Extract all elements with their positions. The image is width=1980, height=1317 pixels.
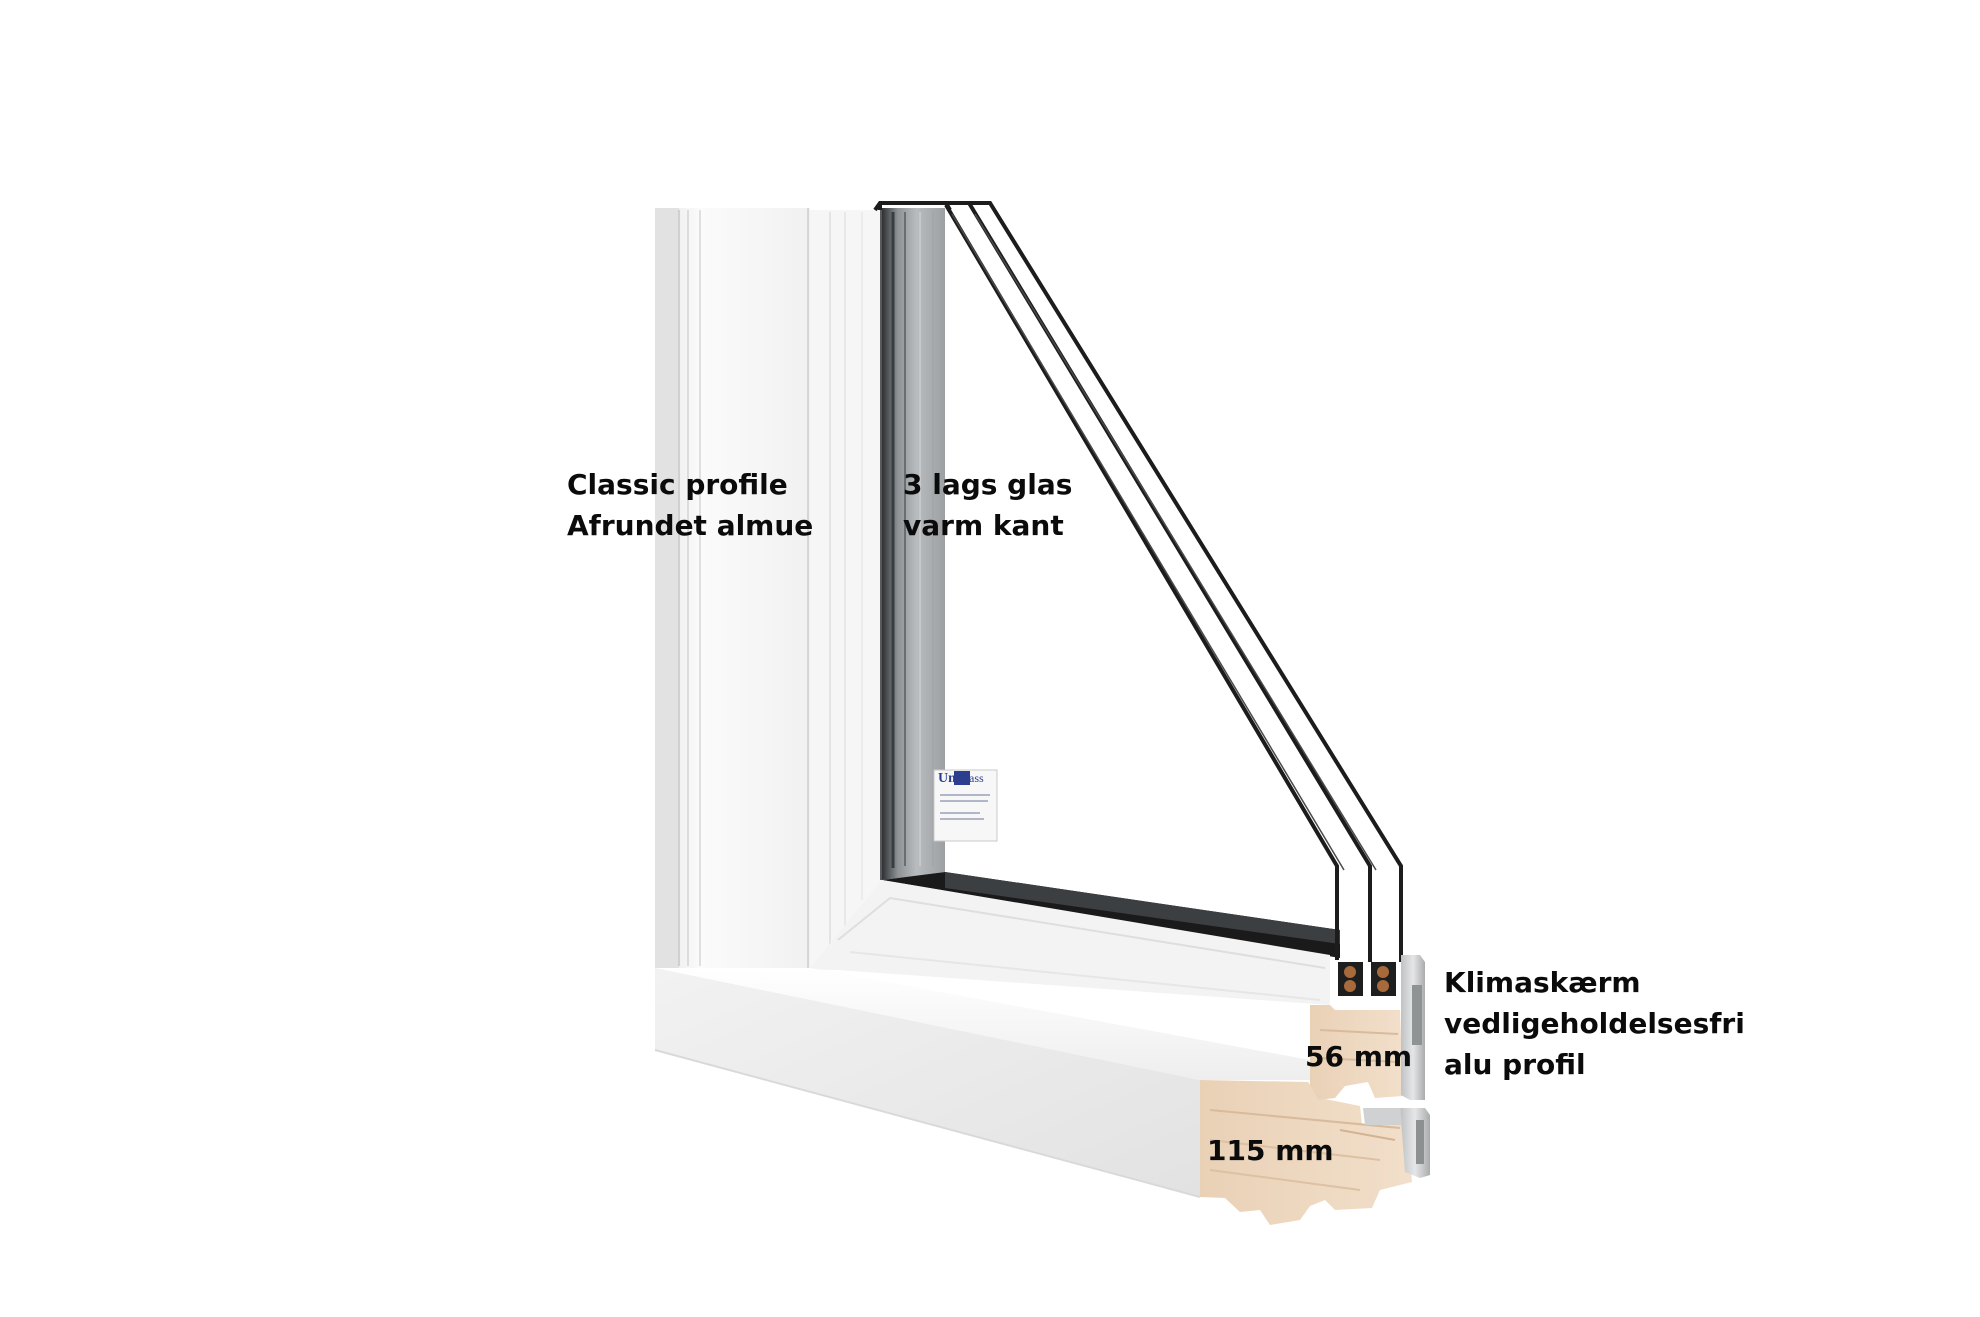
glass-line-1: 3 lags glas — [903, 468, 1073, 501]
alu-line-3: alu profil — [1444, 1048, 1586, 1081]
glass-pane-edges — [873, 201, 1403, 962]
glass-line-2: varm kant — [903, 509, 1064, 542]
glass-unit — [882, 208, 1340, 958]
alu-line-1: Klimaskærm — [1444, 966, 1641, 999]
sticker-brand-uni: Uni — [938, 771, 960, 786]
frame-depth-label: 115 mm — [1207, 1134, 1334, 1167]
sash-depth-label: 56 mm — [1305, 1040, 1413, 1073]
uniglass-sticker: Uni Glass — [933, 769, 998, 842]
frame-jamb — [655, 208, 810, 968]
alu-profile-label: Klimaskærm vedligeholdelsesfri alu profi… — [1444, 962, 1745, 1085]
frame-sill — [654, 968, 1310, 1198]
glass-gaskets — [1338, 962, 1396, 996]
alu-cladding — [1363, 955, 1430, 1178]
alu-line-2: vedligeholdelsesfri — [1444, 1007, 1745, 1040]
glass-pane-inner-lines — [951, 213, 1377, 871]
glass-label: 3 lags glas varm kant — [903, 464, 1072, 546]
sticker-brand-glass: Glass — [957, 771, 984, 785]
classic-profile-line-2: Afrundet almue — [567, 509, 814, 542]
wood-cross-section-sash — [1310, 1005, 1403, 1100]
classic-profile-label: Classic profile Afrundet almue — [567, 464, 813, 546]
classic-profile-line-1: Classic profile — [567, 468, 788, 501]
sash-jamb — [810, 210, 883, 970]
